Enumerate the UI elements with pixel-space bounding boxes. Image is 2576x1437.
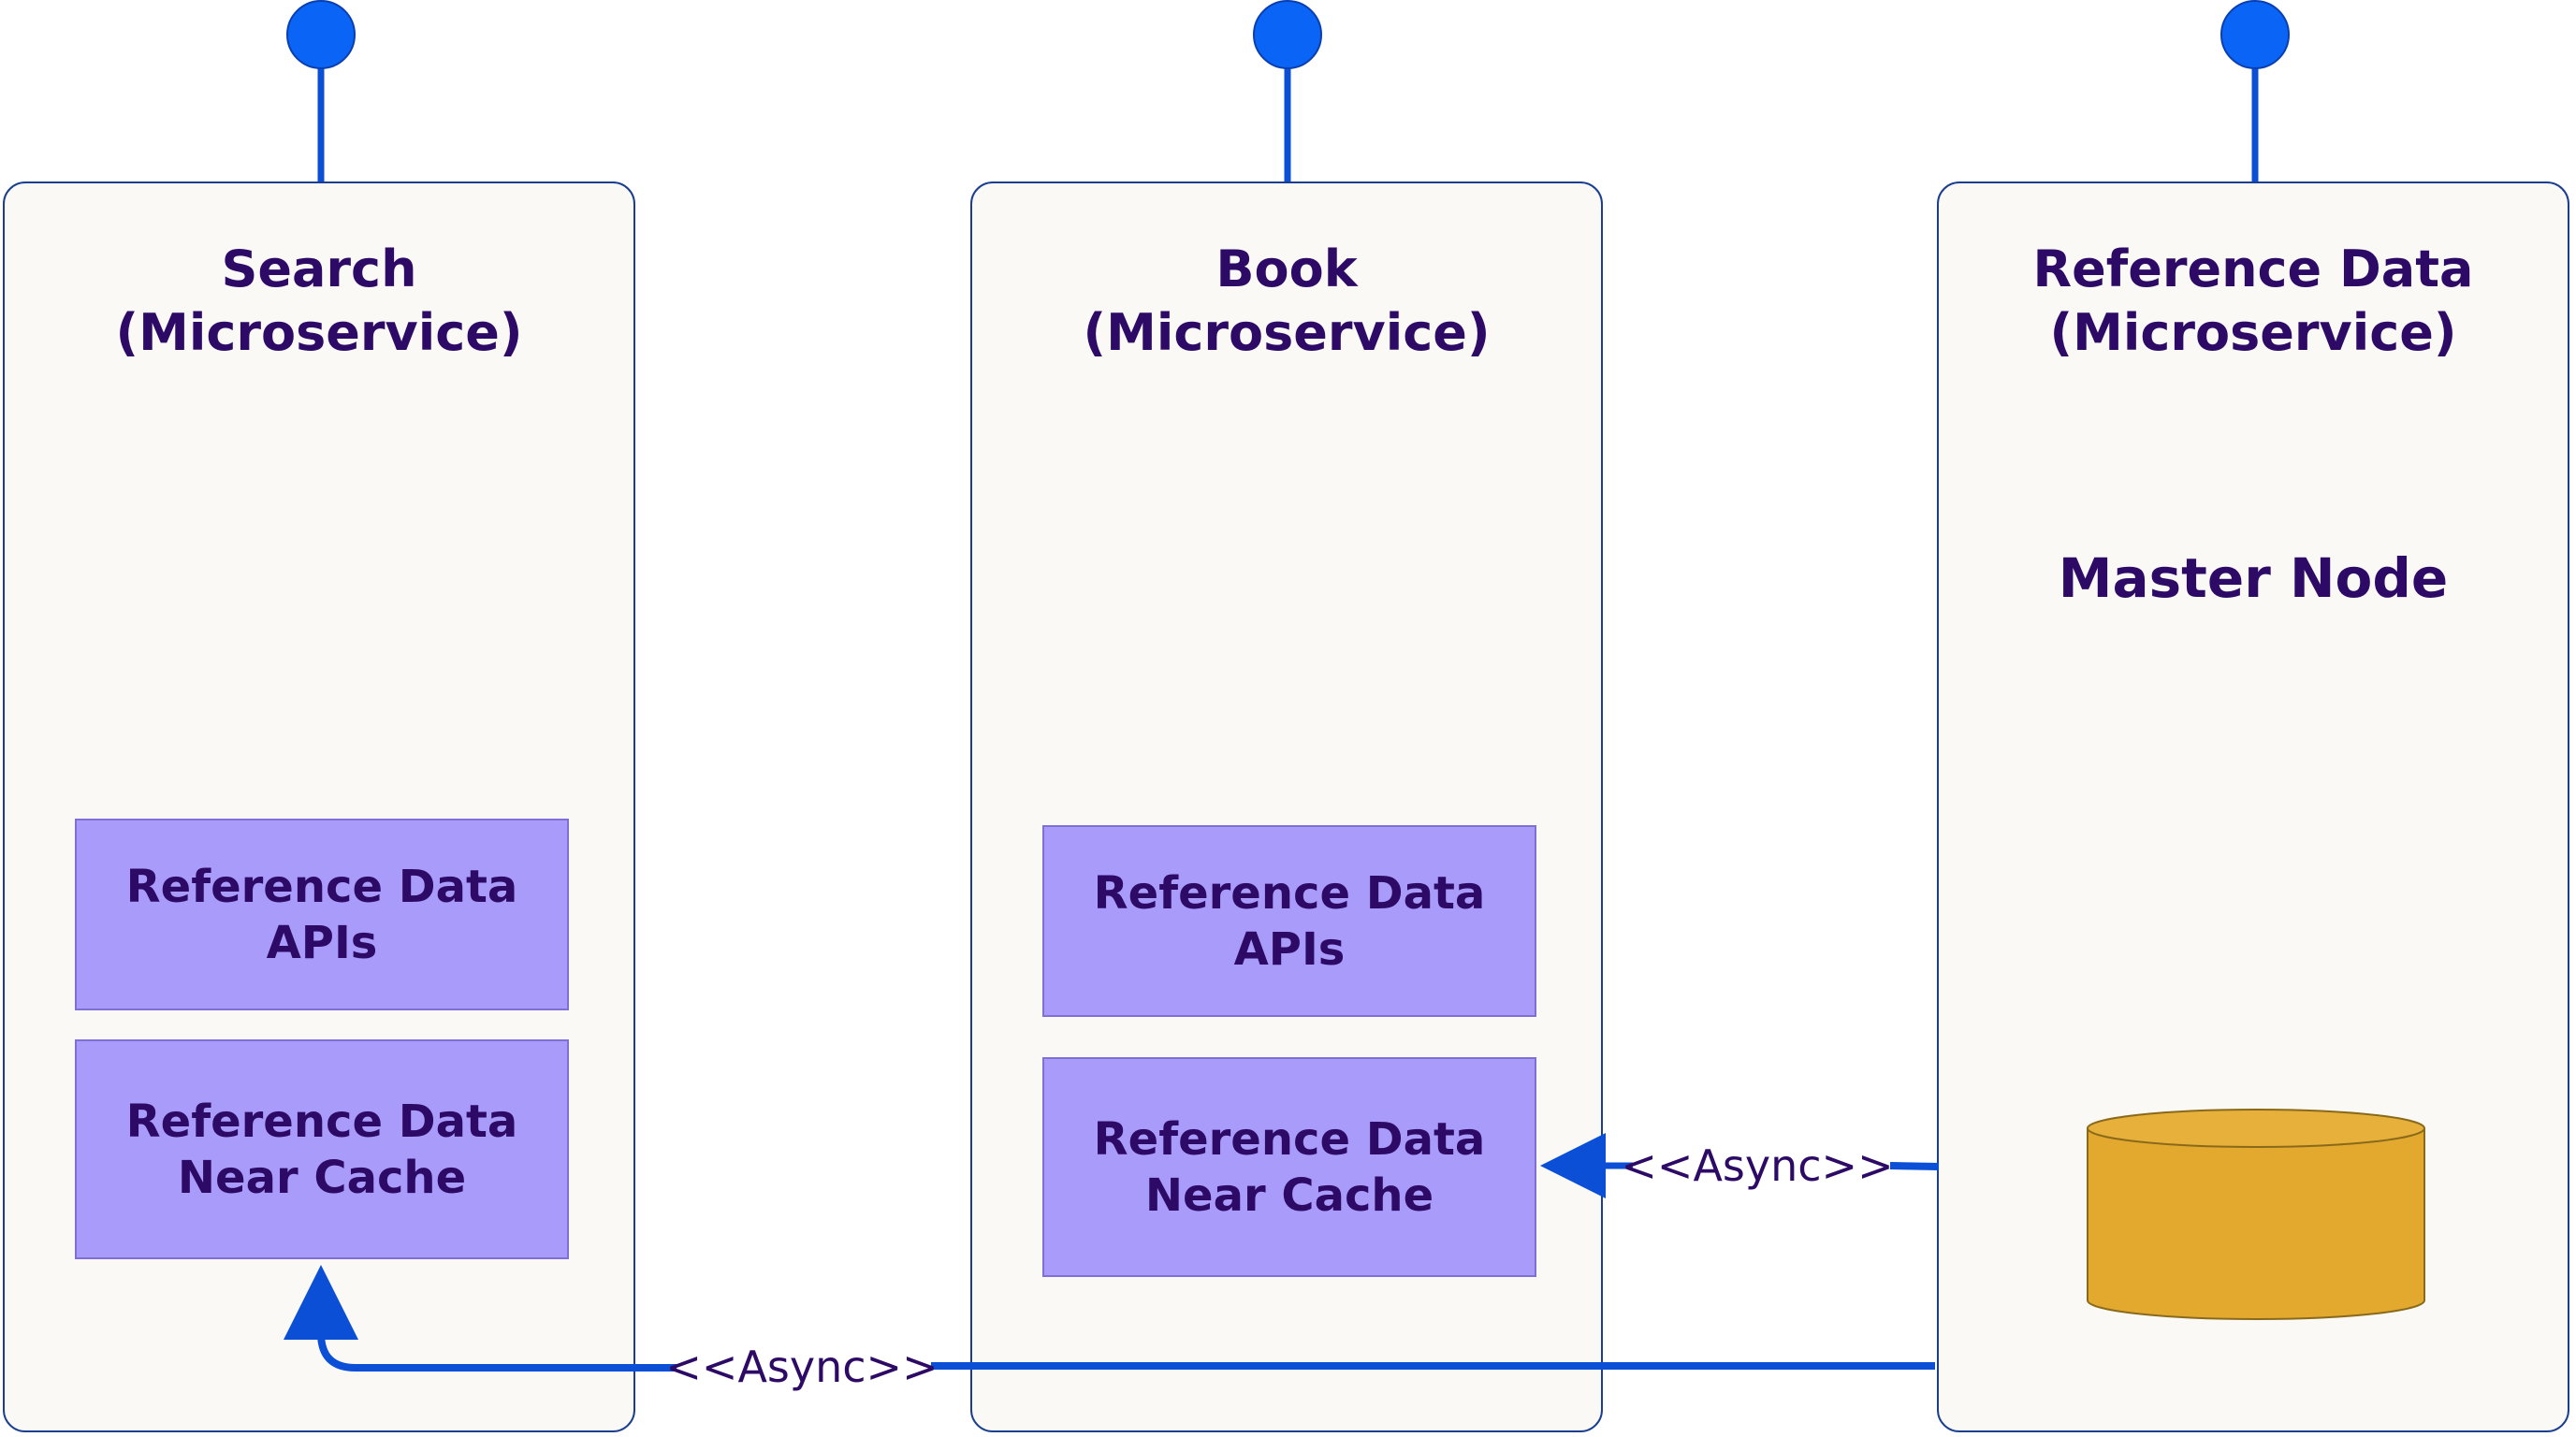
book-cache-label-line1: Reference Data — [1093, 1112, 1486, 1166]
async-connector-to-book — [1540, 1133, 1940, 1198]
search-near-cache-box: Reference Data Near Cache — [75, 1039, 569, 1259]
book-title-line2: (Microservice) — [1083, 303, 1491, 362]
book-reference-data-apis-box: Reference Data APIs — [1042, 825, 1536, 1017]
book-near-cache-box: Reference Data Near Cache — [1042, 1057, 1536, 1277]
search-microservice-panel: Search (Microservice) Reference Data API… — [3, 181, 635, 1432]
async-label-bottom: <<Async>> — [665, 1342, 938, 1392]
reference-data-panel-title: Reference Data (Microservice) — [1939, 238, 2568, 365]
master-node-label: Master Node — [2058, 546, 2449, 610]
book-apis-label-line1: Reference Data — [1093, 866, 1486, 920]
search-apis-label-line2: APIs — [266, 916, 378, 969]
reference-data-endpoint-icon — [2220, 0, 2290, 181]
async-label-top: <<Async>> — [1621, 1140, 1893, 1191]
async-connector-to-search — [284, 1265, 1935, 1372]
search-endpoint-icon — [286, 0, 356, 181]
book-title-line1: Book — [1215, 240, 1358, 298]
search-cache-label-line1: Reference Data — [125, 1095, 518, 1148]
search-apis-label-line1: Reference Data — [125, 860, 518, 913]
reference-data-title-line1: Reference Data — [2032, 240, 2474, 298]
book-endpoint-icon — [1253, 0, 1322, 181]
reference-data-title-line2: (Microservice) — [2049, 303, 2457, 362]
database-cylinder-icon — [2087, 1109, 2425, 1320]
search-panel-title: Search (Microservice) — [5, 238, 633, 365]
book-apis-label-line2: APIs — [1233, 922, 1346, 976]
search-cache-label-line2: Near Cache — [177, 1151, 467, 1204]
book-microservice-panel: Book (Microservice) Reference Data APIs … — [970, 181, 1603, 1432]
book-cache-label-line2: Near Cache — [1144, 1168, 1434, 1222]
search-reference-data-apis-box: Reference Data APIs — [75, 819, 569, 1010]
search-title-line2: (Microservice) — [115, 303, 523, 362]
search-title-line1: Search — [221, 240, 417, 298]
book-panel-title: Book (Microservice) — [972, 238, 1601, 365]
